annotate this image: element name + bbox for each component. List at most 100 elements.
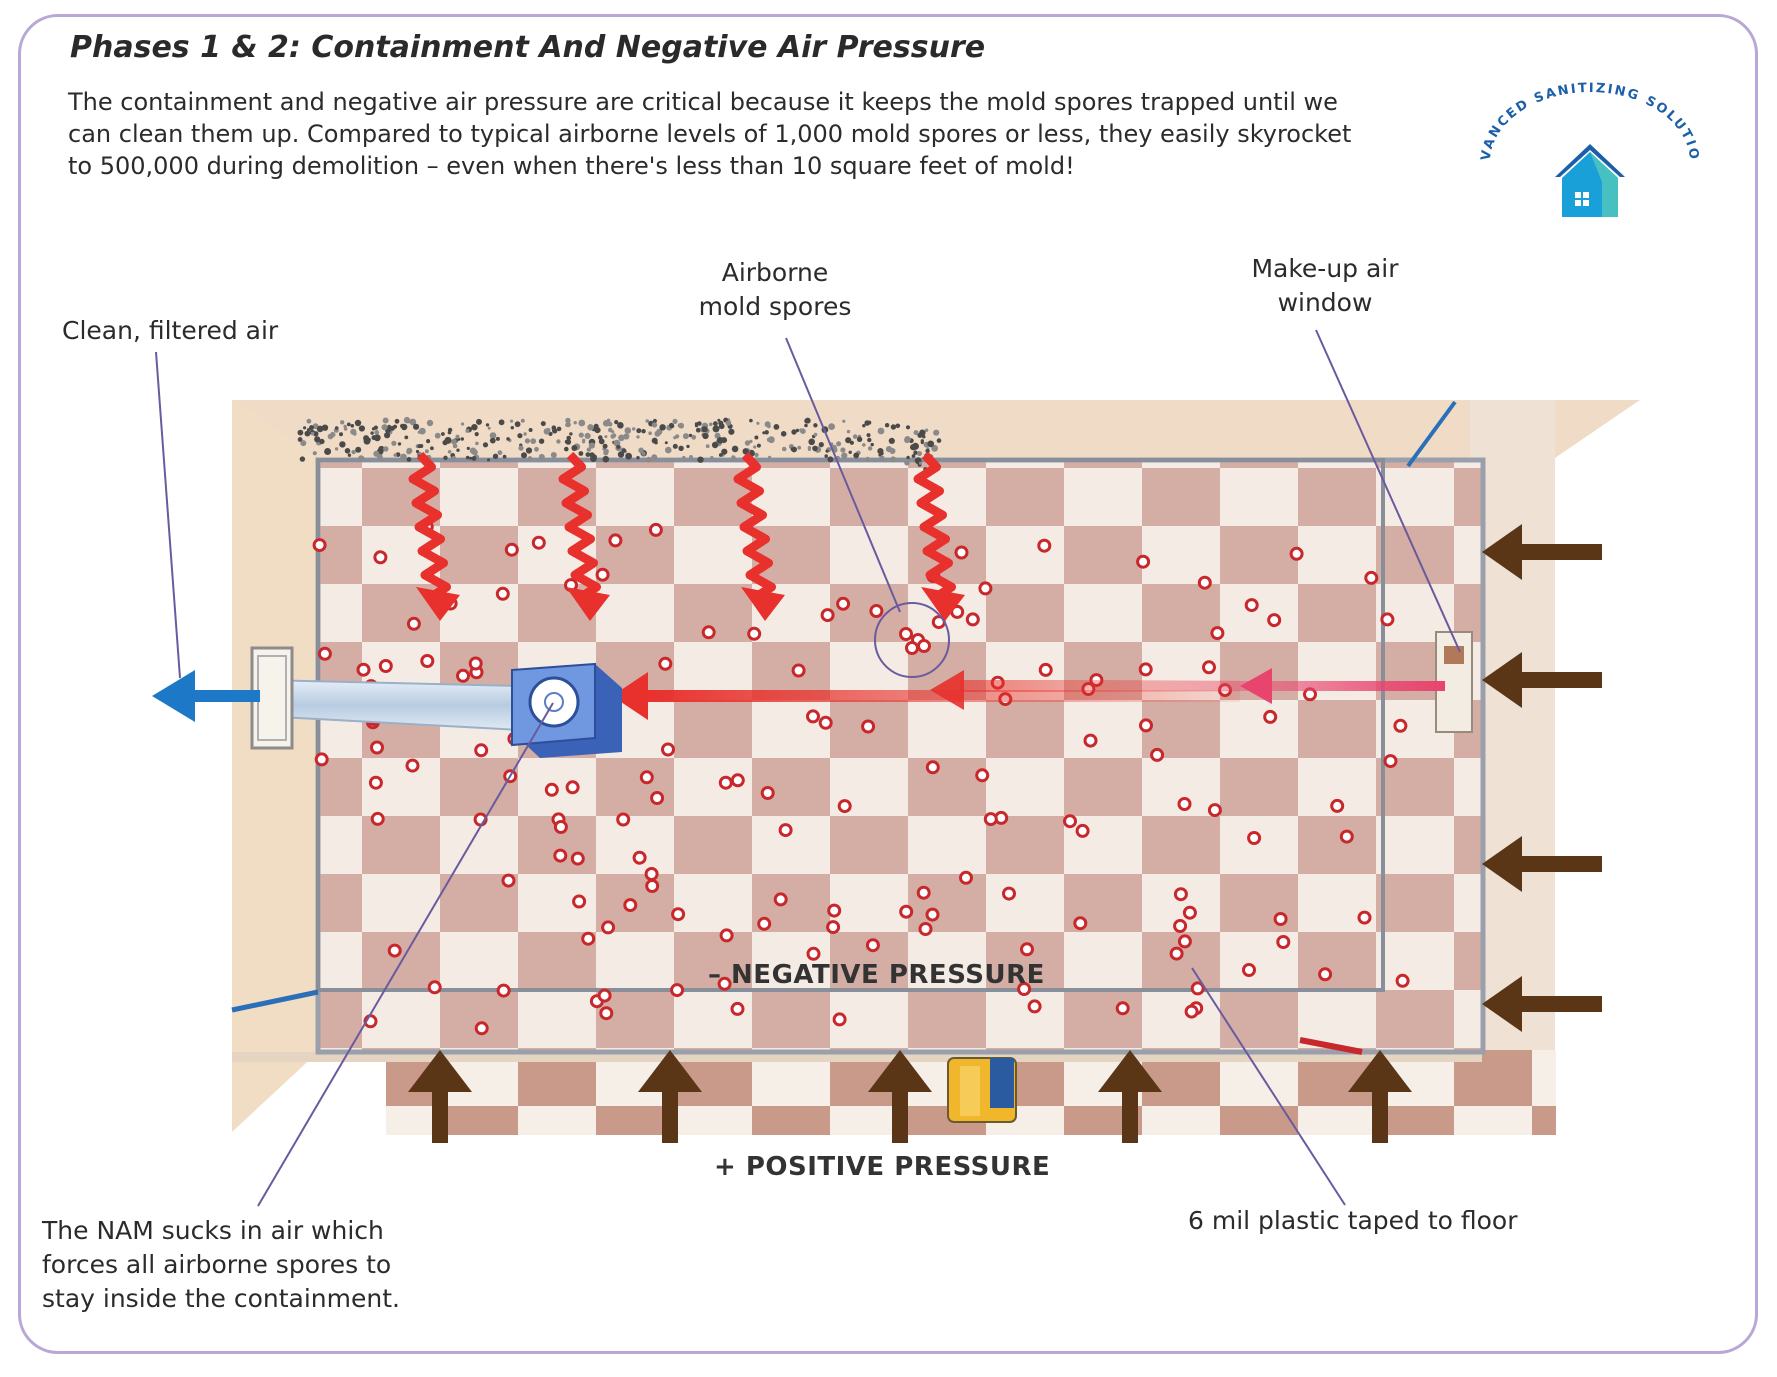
debris-particle	[933, 429, 940, 436]
debris-particle	[452, 443, 458, 449]
up-arrow-head	[868, 1050, 932, 1092]
debris-particle	[418, 427, 426, 435]
debris-particle	[917, 451, 922, 457]
spore-group	[312, 519, 1410, 1036]
debris-particle	[571, 445, 578, 451]
mold-spore	[670, 983, 685, 998]
debris-particle	[495, 436, 500, 441]
debris-particle	[621, 448, 627, 453]
debris-particle	[702, 432, 709, 440]
debris-particle	[694, 424, 699, 428]
debris-particle	[624, 427, 632, 434]
debris-particle	[451, 455, 456, 460]
debris-particle	[510, 419, 514, 423]
mold-spore	[496, 983, 511, 998]
mold-spore	[317, 646, 332, 661]
debris-particle	[604, 449, 609, 454]
debris-particle	[334, 426, 339, 430]
left-arrow-shaft	[1518, 672, 1602, 688]
debris-particle	[482, 442, 489, 448]
mold-spore	[312, 538, 327, 553]
debris-particle	[489, 437, 496, 444]
debris-particle	[695, 427, 701, 433]
debris-particle	[395, 452, 401, 457]
label-clean-air: Clean, filtered air	[62, 316, 279, 345]
debris-particle	[602, 443, 608, 449]
mold-spore	[570, 851, 585, 866]
mold-spore	[730, 773, 745, 788]
debris-particle	[371, 427, 376, 431]
debris-particle	[314, 436, 321, 443]
debris-particle	[319, 438, 325, 445]
debris-particle	[768, 455, 772, 459]
debris-particle	[461, 422, 465, 426]
debris-particle	[636, 456, 640, 460]
mold-spore	[818, 715, 833, 730]
debris-particle	[617, 451, 625, 458]
debris-particle	[316, 425, 324, 433]
wavy-arrow-shaft	[913, 451, 956, 603]
debris-particle	[906, 455, 910, 460]
up-arrow-shaft	[1122, 1085, 1138, 1143]
debris-particle	[487, 426, 491, 430]
mold-spore	[1177, 934, 1192, 949]
mold-spore	[639, 770, 654, 785]
debris-particle	[466, 446, 470, 450]
label-makeup-window: Make-up air window	[1200, 252, 1450, 320]
debris-particle	[623, 433, 630, 440]
debris-particle	[870, 442, 874, 447]
debris-particle	[521, 452, 527, 459]
mold-spore	[1357, 910, 1372, 925]
leader-lines	[155, 329, 1461, 1207]
mold-spore	[658, 656, 673, 671]
debris-particle	[728, 428, 735, 435]
debris-particle	[922, 435, 926, 439]
debris-particle	[400, 453, 407, 461]
mold-spore	[1197, 575, 1212, 590]
mold-spore	[1075, 823, 1090, 838]
debris-particle	[340, 420, 345, 425]
debris-particle	[306, 418, 312, 424]
debris-particle	[426, 419, 434, 427]
debris-particle	[904, 437, 910, 444]
debris-particle	[588, 442, 596, 449]
up-arrow-head	[408, 1050, 472, 1092]
debris-particle	[764, 421, 771, 428]
debris-particle	[384, 432, 391, 439]
debris-particle	[451, 438, 457, 445]
debris-particle	[686, 444, 690, 449]
debris-particle	[520, 418, 525, 423]
debris-particle	[867, 446, 873, 451]
debris-particle	[528, 428, 533, 432]
debris-particle	[383, 446, 389, 452]
mold-spore	[1002, 886, 1016, 901]
mold-spore	[1276, 935, 1291, 949]
debris-particle	[409, 418, 417, 426]
wavy-arrow-shaft	[733, 451, 776, 603]
debris-particle	[456, 448, 460, 452]
debris-particle	[654, 430, 661, 437]
debris-particle	[604, 435, 608, 439]
debris-particle	[434, 432, 441, 439]
debris-particle	[594, 427, 601, 434]
mold-spore	[1330, 798, 1345, 813]
debris-particle	[391, 440, 397, 446]
wavy-arrow-head	[741, 587, 785, 621]
debris-particle	[651, 437, 658, 444]
debris-particle	[518, 445, 524, 451]
debris-particle	[321, 424, 329, 431]
debris-particle	[358, 425, 365, 432]
debris-particle	[569, 432, 573, 436]
debris-particle	[514, 421, 521, 428]
debris-particle	[475, 441, 479, 446]
mold-spore	[595, 567, 610, 582]
mold-spore	[1073, 916, 1088, 931]
mold-spore	[405, 758, 420, 773]
debris-particle	[324, 448, 332, 455]
debris-particle	[697, 421, 702, 426]
mold-spore	[1184, 1004, 1199, 1019]
debris-particle	[845, 437, 852, 444]
debris-particle	[564, 446, 569, 452]
debris-particle	[299, 456, 306, 462]
debris-particle	[347, 453, 352, 457]
